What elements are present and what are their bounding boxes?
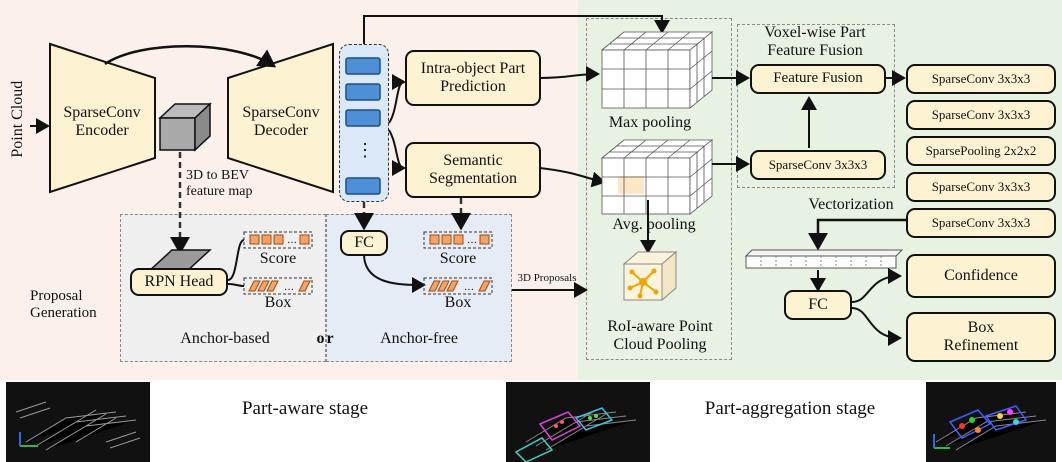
vector-bar xyxy=(744,249,904,269)
right-stack-item-2: SparseConv 3x3x3 xyxy=(906,100,1056,130)
vectorization-label: Vectorization xyxy=(808,196,894,213)
box-refinement-label: Box Refinement xyxy=(943,318,1019,354)
anchor-free-score-icon: … xyxy=(423,231,493,249)
svg-text:…: … xyxy=(287,235,297,246)
anchor-based-box-icon: … xyxy=(243,277,313,295)
bev-label: 3D to BEV feature map xyxy=(186,168,253,200)
right-stack-label-5: SparseConv 3x3x3 xyxy=(931,214,1031,230)
anchor-based-score-label: Score xyxy=(259,250,297,267)
point-cloud-label: Point Cloud xyxy=(8,80,26,158)
feature-blocks xyxy=(345,57,381,195)
avg-pooling-grid xyxy=(600,139,714,215)
voxel-fusion-region xyxy=(737,24,895,188)
decoder-label: SparseConv Decoder xyxy=(242,104,320,140)
part-aware-stage-label: Part-aware stage xyxy=(241,398,369,419)
feature-fusion-box: Feature Fusion xyxy=(750,64,886,94)
right-stack-label-4: SparseConv 3x3x3 xyxy=(931,178,1031,194)
proposals-3d-label: 3D Proposals xyxy=(517,272,577,284)
anchor-free-score-label: Score xyxy=(439,250,477,267)
max-pooling-label: Max pooling xyxy=(608,114,692,131)
part-aggregation-stage-label: Part-aggregation stage xyxy=(704,398,876,419)
intra-object-part-prediction-box: Intra-object Part Prediction xyxy=(405,50,541,106)
anchor-free-label: Anchor-free xyxy=(380,330,458,347)
svg-text:…: … xyxy=(467,235,477,246)
right-stack-item-3: SparsePooling 2x2x2 xyxy=(906,136,1056,166)
part-aware-thumbnail-input xyxy=(6,382,150,462)
roi-pooling-label: RoI-aware Point Cloud Pooling xyxy=(607,318,713,354)
fc-label-anchor-free: FC xyxy=(354,233,374,251)
part-aware-thumbnail-output xyxy=(506,382,650,462)
semantic-seg-label: Semantic Segmentation xyxy=(429,151,517,187)
svg-text:…: … xyxy=(464,282,474,293)
anchor-based-box-label: Box xyxy=(264,294,292,311)
anchor-free-box-label: Box xyxy=(444,294,472,311)
anchor-based-label: Anchor-based xyxy=(180,330,270,347)
or-label: or xyxy=(316,330,336,347)
right-stack-item-5: SparseConv 3x3x3 xyxy=(906,208,1056,238)
semantic-segmentation-box: Semantic Segmentation xyxy=(405,142,541,198)
anchor-based-score-icon: … xyxy=(243,231,313,249)
feature-fusion-label: Feature Fusion xyxy=(773,70,863,87)
voxel-fusion-title: Voxel-wise Part Feature Fusion xyxy=(764,24,866,60)
rpn-head-label: RPN Head xyxy=(144,272,214,290)
right-stack-label-3: SparsePooling 2x2x2 xyxy=(925,142,1037,158)
intra-object-label: Intra-object Part Prediction xyxy=(420,59,526,95)
right-stack-item-4: SparseConv 3x3x3 xyxy=(906,172,1056,202)
roi-cube-icon xyxy=(622,250,678,302)
rpn-head-box: RPN Head xyxy=(130,268,228,296)
part-aggregation-thumbnail xyxy=(926,382,1056,462)
encoder-shape xyxy=(49,42,156,194)
right-stack-item-1: SparseConv 3x3x3 xyxy=(906,64,1056,94)
sparseconv-fusion-box: SparseConv 3x3x3 xyxy=(750,150,886,180)
confidence-label: Confidence xyxy=(944,266,1018,284)
proposal-generation-label: Proposal Generation xyxy=(30,288,97,322)
ellipsis-label: ⋮ xyxy=(356,140,374,160)
right-stack-label-1: SparseConv 3x3x3 xyxy=(931,70,1031,86)
fc-label-refinement: FC xyxy=(808,295,828,313)
svg-text:…: … xyxy=(284,282,294,293)
roi-pooling-region xyxy=(586,18,732,360)
anchor-free-box-icon: … xyxy=(423,277,493,295)
max-pooling-grid xyxy=(600,31,714,109)
decoder-shape xyxy=(227,42,334,194)
box-refinement-box: Box Refinement xyxy=(906,312,1056,362)
avg-pooling-label: Avg. pooling xyxy=(612,216,696,233)
fc-box-anchor-free: FC xyxy=(340,230,388,256)
encoder-label: SparseConv Encoder xyxy=(63,104,141,140)
confidence-box: Confidence xyxy=(906,254,1056,298)
fc-box-refinement: FC xyxy=(784,290,852,320)
right-stack-label-2: SparseConv 3x3x3 xyxy=(931,106,1031,122)
bev-cube-icon xyxy=(158,102,212,152)
sparseconv-fusion-label: SparseConv 3x3x3 xyxy=(768,156,868,172)
